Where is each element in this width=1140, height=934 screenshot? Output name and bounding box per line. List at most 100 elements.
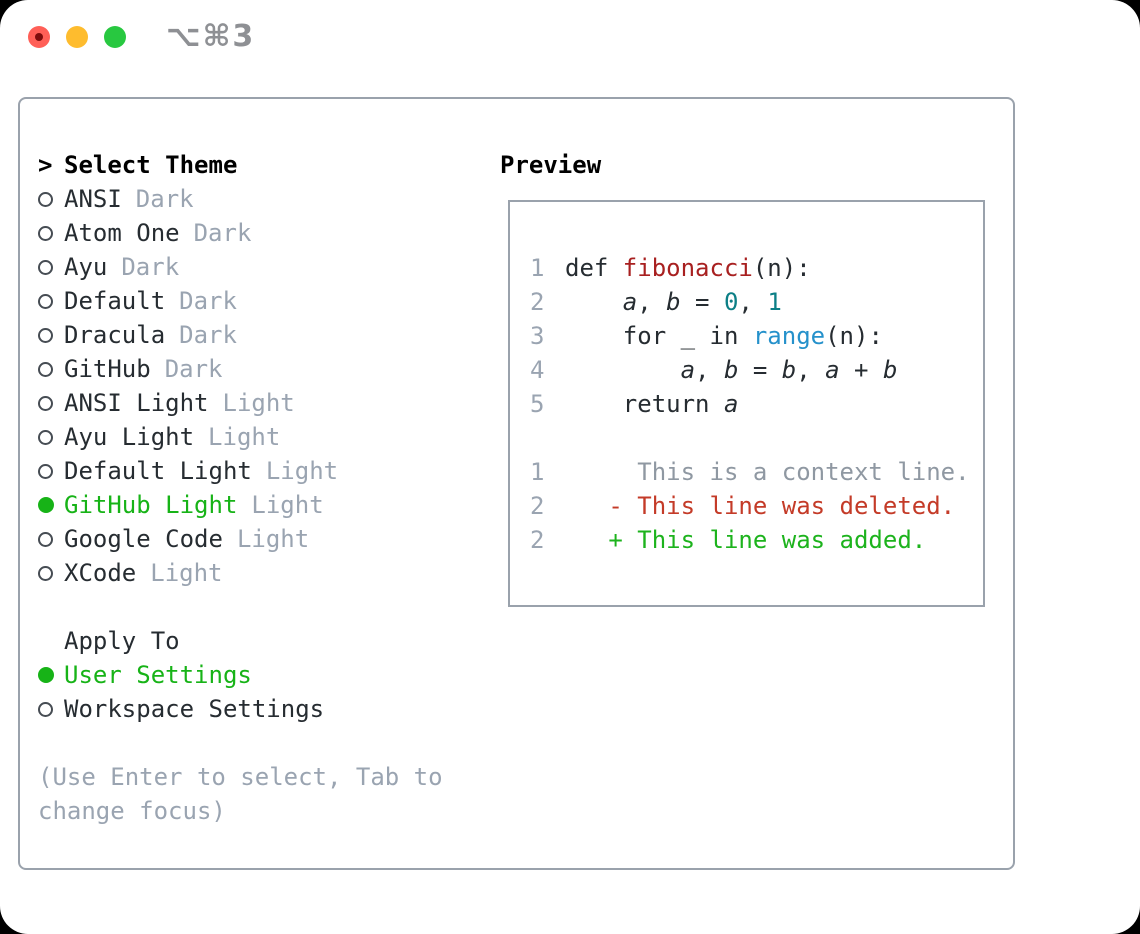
theme-option[interactable]: ANSI Dark — [38, 182, 457, 216]
theme-variant-label: Light — [236, 525, 310, 553]
code-line: 2 a, b = 0, 1 — [530, 285, 983, 319]
code-token-var: b — [781, 356, 797, 384]
theme-option[interactable]: GitHub Dark — [38, 352, 457, 386]
code-token-context: This is a context line. — [565, 458, 970, 486]
code-token-var: b — [666, 288, 681, 316]
code-token-func: fibonacci — [622, 254, 753, 282]
code-line — [530, 421, 983, 455]
window-title-shortcut: ⌥⌘3 — [166, 19, 256, 54]
line-content: - This line was deleted. — [565, 492, 955, 520]
code-line: 1 This is a context line. — [530, 455, 983, 489]
line-content: a, b = 0, 1 — [565, 288, 782, 316]
line-content: a, b = b, a + b — [565, 356, 898, 384]
apply-to-label: Workspace Settings — [64, 695, 325, 723]
radio-unselected-icon — [38, 565, 53, 581]
line-number: 4 — [530, 356, 545, 384]
code-line: 3 for _ in range(n): — [530, 319, 983, 353]
line-content: for _ in range(n): — [565, 322, 883, 350]
apply-to-option[interactable]: User Settings — [38, 658, 457, 692]
theme-name: Default — [64, 287, 166, 315]
code-token-plain: = — [738, 356, 782, 384]
radio-unselected-icon — [38, 225, 53, 241]
line-number: 2 — [530, 526, 545, 554]
code-line: 2 + This line was added. — [530, 523, 983, 557]
line-number: 1 — [530, 254, 545, 282]
code-token-var: a — [680, 356, 696, 384]
theme-variant-label: Light — [251, 491, 324, 519]
minimize-button[interactable] — [66, 26, 88, 48]
code-line: 1 def fibonacci(n): — [530, 251, 983, 285]
radio-unselected-icon — [38, 361, 53, 377]
radio-selected-icon — [38, 667, 54, 683]
zoom-button[interactable] — [104, 26, 126, 48]
code-token-plain: , — [637, 288, 667, 316]
theme-option[interactable]: GitHub Light Light — [38, 488, 457, 522]
radio-unselected-icon — [38, 293, 53, 309]
radio-unselected-icon — [38, 327, 53, 343]
line-number: 1 — [530, 458, 545, 486]
theme-variant-label: Dark — [179, 321, 237, 349]
code-token-num: 0 — [723, 288, 739, 316]
theme-name: Ayu Light — [64, 423, 195, 451]
apply-to-header: Apply To — [38, 624, 457, 658]
select-theme-title: Select Theme — [64, 151, 238, 179]
code-token-plain: + — [839, 356, 883, 384]
radio-unselected-icon — [38, 429, 53, 445]
code-token-num: 1 — [767, 288, 782, 316]
radio-unselected-icon — [38, 463, 53, 479]
prompt-arrow-icon: > — [38, 151, 53, 179]
theme-variant-label: Dark — [179, 287, 237, 315]
theme-option[interactable]: Google Code Light — [38, 522, 457, 556]
line-content: return a — [565, 390, 739, 418]
code-token-var: b — [882, 356, 898, 384]
code-token-plain — [565, 288, 623, 316]
theme-name: ANSI — [64, 185, 122, 213]
theme-name: Ayu — [64, 253, 108, 281]
line-number: 5 — [530, 390, 545, 418]
line-content: + This line was added. — [565, 526, 926, 554]
radio-unselected-icon — [38, 701, 53, 717]
code-token-added: + This line was added. — [565, 526, 927, 554]
theme-option[interactable]: Default Dark — [38, 284, 457, 318]
code-token-plain: , — [695, 356, 724, 384]
code-token-var: b — [723, 356, 739, 384]
close-button[interactable] — [28, 26, 50, 48]
theme-name: Dracula — [64, 321, 166, 349]
theme-name: Google Code — [64, 525, 223, 553]
code-token-plain: = — [680, 288, 724, 316]
theme-variant-label: Dark — [135, 185, 194, 213]
radio-unselected-icon — [38, 395, 53, 411]
keyboard-hint-text: (Use Enter to select, Tab to change focu… — [38, 763, 443, 825]
code-token-plain — [565, 356, 681, 384]
apply-to-title: Apply To — [64, 627, 180, 655]
code-token-plain: , — [738, 288, 768, 316]
line-number: 2 — [530, 492, 545, 520]
line-content: def fibonacci(n): — [565, 254, 811, 282]
select-theme-header: > Select Theme — [38, 148, 457, 182]
theme-option[interactable]: Dracula Dark — [38, 318, 457, 352]
line-number: 3 — [530, 322, 545, 350]
code-line: 5 return a — [530, 387, 983, 421]
radio-unselected-icon — [38, 259, 53, 275]
radio-unselected-icon — [38, 191, 53, 207]
theme-name: GitHub Light — [64, 491, 238, 519]
line-number: 2 — [530, 288, 545, 316]
theme-name: Atom One — [64, 219, 180, 247]
theme-name: GitHub — [64, 355, 151, 383]
close-dot-icon — [35, 33, 43, 41]
code-token-plain: (n): — [825, 322, 883, 350]
apply-to-option[interactable]: Workspace Settings — [38, 692, 457, 726]
line-content: This is a context line. — [565, 458, 970, 486]
theme-variant-label: Dark — [164, 355, 223, 383]
code-token-plain: for _ in — [565, 322, 753, 350]
